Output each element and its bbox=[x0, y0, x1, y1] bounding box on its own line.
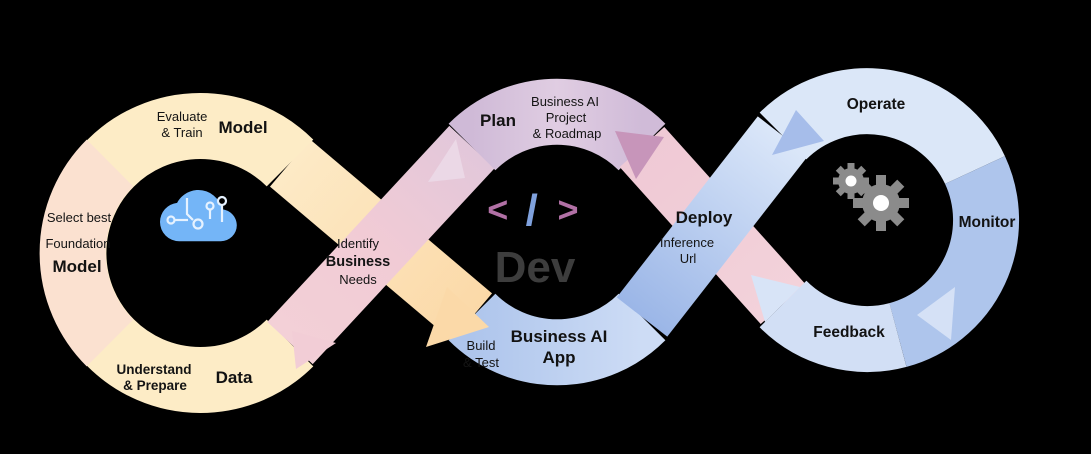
project-roadmap-label: & Roadmap bbox=[533, 126, 602, 141]
dev-label: Dev bbox=[495, 243, 576, 292]
feedback-label: Feedback bbox=[813, 324, 885, 341]
identify-band-arrow bbox=[292, 331, 336, 369]
operate-label: Operate bbox=[847, 96, 906, 113]
plan-title: Plan bbox=[480, 111, 516, 130]
data-title: Data bbox=[216, 368, 253, 387]
feedback-start-chevron bbox=[751, 275, 800, 322]
model-title: Model bbox=[218, 118, 267, 137]
ops-loop bbox=[616, 68, 1020, 372]
model-loop-labels: Evaluate & Train Model Select best Found… bbox=[45, 109, 267, 393]
monitor-feedback-chevron bbox=[917, 287, 955, 340]
select-model-label: Foundation bbox=[45, 236, 110, 251]
code-lt: < bbox=[487, 189, 508, 230]
peach-band-arrow bbox=[426, 287, 489, 347]
operate-monitor-chevron bbox=[938, 112, 982, 165]
select-model-label: Select best bbox=[47, 210, 112, 225]
identify-needs-label: Needs bbox=[339, 272, 377, 287]
model-left-title: Model bbox=[52, 257, 101, 276]
small-gear bbox=[833, 163, 869, 199]
model-loop-chevron bbox=[80, 143, 131, 185]
deploy-title: Deploy bbox=[676, 208, 733, 227]
dev-loop-build-arc bbox=[448, 292, 666, 386]
roadmap-chevron bbox=[615, 131, 664, 179]
code-glyphs: < / > bbox=[487, 186, 578, 235]
ai-cloud-icon bbox=[160, 190, 237, 242]
build-test-label: Build bbox=[467, 338, 496, 353]
project-roadmap-label: Business AI bbox=[531, 94, 599, 109]
gears-icon bbox=[833, 163, 909, 231]
identify-needs-label: Identify bbox=[337, 236, 379, 251]
large-gear bbox=[853, 175, 909, 231]
inference-url-label: Inference bbox=[660, 235, 714, 250]
inference-url-label: Url bbox=[680, 251, 697, 266]
deploy-operate-chevron bbox=[772, 110, 824, 155]
understand-prepare-label: & Prepare bbox=[123, 378, 187, 393]
ops-loop-monitor-arc bbox=[888, 156, 1020, 367]
understand-prepare-label: Understand bbox=[116, 362, 191, 377]
identify-needs-label: Business bbox=[326, 254, 390, 270]
ops-loop-labels: Deploy Inference Url Operate Monitor Fee… bbox=[660, 96, 1016, 341]
code-icon: < / > Dev bbox=[487, 186, 578, 292]
build-test-label: & Test bbox=[463, 355, 499, 370]
evaluate-train-label: Evaluate bbox=[157, 109, 208, 124]
dev-loop-plan-arc bbox=[448, 78, 666, 172]
business-ai-app-title: Business AI bbox=[511, 327, 608, 346]
dev-loop-labels: Identify Business Needs Plan Business AI… bbox=[326, 94, 608, 370]
monitor-label: Monitor bbox=[959, 214, 1016, 231]
code-gt: > bbox=[557, 189, 578, 230]
deploy-band bbox=[616, 116, 809, 337]
ops-loop-feedback-arc bbox=[759, 279, 907, 372]
cloud-circuit-lines bbox=[166, 195, 228, 230]
model-loop-left-segment bbox=[39, 139, 134, 367]
code-slash: / bbox=[526, 186, 538, 235]
evaluate-train-label: & Train bbox=[161, 125, 202, 140]
project-roadmap-label: Project bbox=[546, 110, 587, 125]
plan-arc-chevron bbox=[428, 139, 465, 182]
business-ai-app-title: App bbox=[542, 348, 575, 367]
